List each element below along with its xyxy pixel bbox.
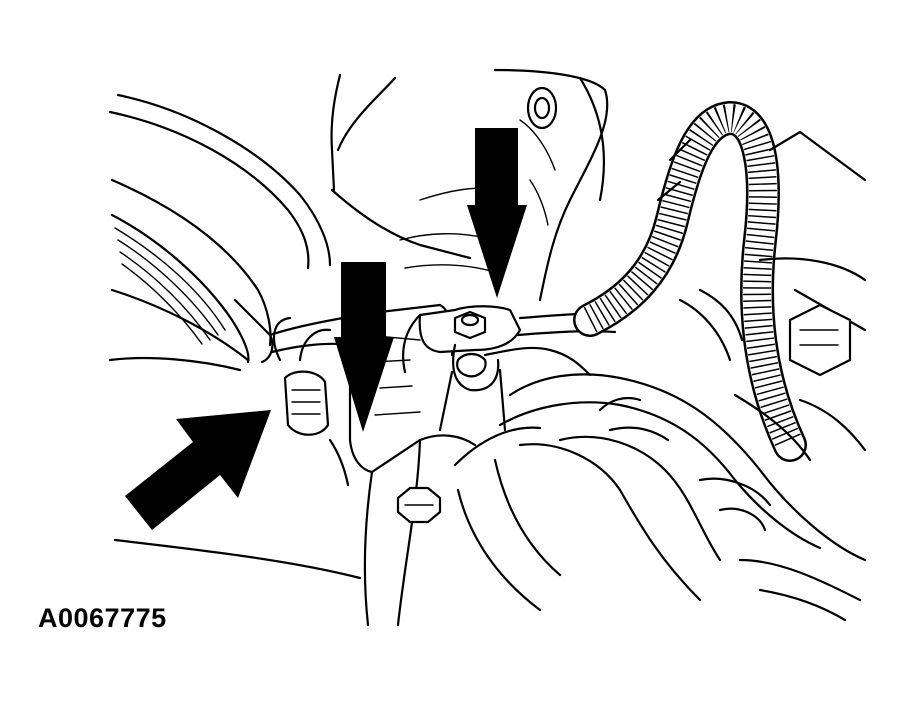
figure-id-label: A0067775 <box>38 603 167 633</box>
hex-bolt <box>396 486 442 524</box>
wiring-loom <box>573 100 807 462</box>
down-arrow-icon <box>467 128 527 298</box>
right-components <box>678 130 867 462</box>
sensor-connector <box>418 305 522 432</box>
diagonal-arrow-icon <box>125 410 271 530</box>
left-clip-assembly <box>108 316 362 580</box>
pulley-housing <box>108 73 397 364</box>
lower-hose <box>453 373 867 622</box>
connector-block <box>788 303 852 377</box>
down-arrow-icon <box>334 262 394 432</box>
upper-casting <box>399 68 609 302</box>
